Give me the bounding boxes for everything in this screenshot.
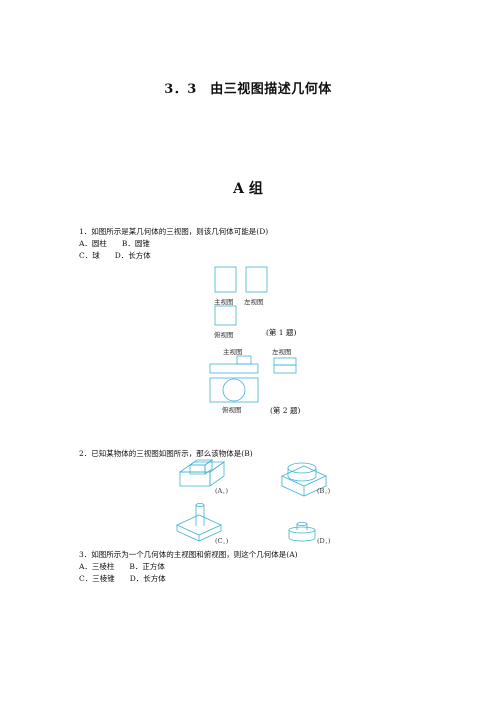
- fig1-top-view-rect: [214, 305, 237, 326]
- fig1-top-label: 俯视图: [214, 331, 234, 339]
- fig2-top-circle: [222, 378, 246, 402]
- fig1-left-view-rect: [245, 266, 268, 293]
- question-1-options-cd: C．球 D．长方体: [79, 251, 151, 260]
- fig2-top-outer: [209, 377, 259, 403]
- q2-option-b-label: (B．): [317, 487, 331, 495]
- fig2-front-base: [209, 363, 259, 374]
- question-3-options-ab: A．三棱柱 B．正方体: [79, 562, 165, 571]
- fig1-front-view-rect: [214, 266, 237, 293]
- page-title: 3．3 由三视图描述几何体: [164, 82, 332, 97]
- q2-option-d-drawing: [288, 522, 316, 542]
- question-1: 1．如图所示是某几何体的三视图，则该几何体可能是(D): [79, 227, 269, 236]
- q2-option-d-label: (D．): [317, 537, 331, 545]
- question-3: 3．如图所示为一个几何体的主视图和俯视图，则这个几何体是(A): [79, 550, 298, 559]
- fig2-caption: (第 2 题): [270, 406, 301, 415]
- fig2-left-base: [273, 364, 297, 374]
- fig2-left-label: 左视图: [272, 348, 292, 356]
- q2-option-a-label: (A．): [215, 487, 229, 495]
- fig1-front-label: 主视图: [214, 298, 234, 306]
- question-1-options-ab: A．圆柱 B．圆锥: [79, 239, 150, 248]
- fig1-caption: (第 1 题): [266, 328, 297, 337]
- q2-option-a-drawing: [178, 459, 226, 487]
- q2-option-c-label: (C．): [215, 537, 229, 545]
- question-3-options-cd: C．三棱锥 D．长方体: [79, 574, 166, 583]
- group-heading: A 组: [233, 181, 263, 197]
- q2-option-c-drawing: [176, 502, 222, 542]
- fig2-front-label: 主视图: [223, 348, 243, 356]
- q2-option-b-drawing: [281, 462, 327, 497]
- fig2-left-top: [273, 357, 297, 366]
- fig2-front-top-block: [236, 355, 252, 365]
- fig1-left-label: 左视图: [244, 298, 264, 306]
- question-2: 2．已知某物体的三视图如图所示，那么该物体是(B): [79, 449, 253, 458]
- fig2-top-label: 俯视图: [222, 406, 242, 414]
